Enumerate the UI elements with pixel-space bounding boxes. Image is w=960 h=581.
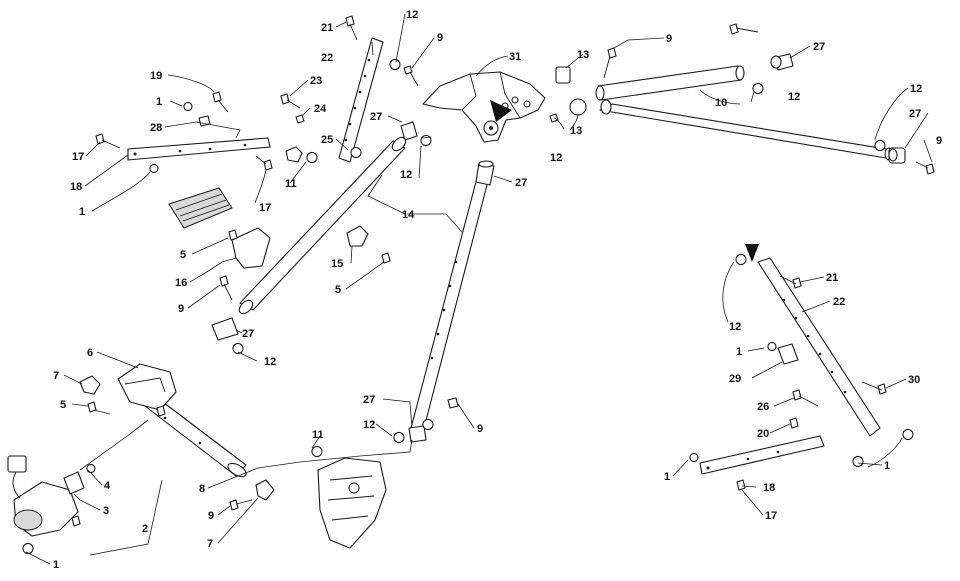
callout-c18: 13: [570, 125, 582, 137]
callout-c54: 1: [664, 471, 670, 483]
direction-arrow-right: [745, 244, 759, 262]
callout-c8: 27: [813, 41, 825, 53]
clamp-7-lower: [255, 479, 275, 501]
callout-c10: 23: [310, 75, 322, 87]
callout-c37: 12: [264, 356, 276, 368]
callout-c45: 30: [908, 374, 920, 386]
bushing-27-upperleft: [400, 121, 418, 141]
direction-arrow-top: [490, 100, 512, 122]
callout-c12: 24: [314, 103, 327, 115]
callout-c11: 1: [156, 96, 162, 108]
callout-c34: 5: [335, 284, 341, 296]
callout-c58: 3: [103, 505, 109, 517]
callout-c44: 29: [729, 373, 741, 385]
callout-c59: 17: [765, 510, 777, 522]
callout-c32: 16: [175, 277, 187, 289]
bracket-18-right: [699, 435, 825, 475]
callout-c2: 12: [406, 9, 418, 21]
callout-c39: 22: [833, 296, 845, 308]
clip-28: [198, 115, 211, 127]
callout-c51: 20: [757, 428, 769, 440]
callout-labels: 21 12 9 22 31 13 9 27 19 23 1 24 28 25 2…: [53, 9, 942, 571]
callout-c22: 9: [936, 135, 942, 147]
callout-c5: 31: [509, 51, 521, 63]
callout-c4: 22: [321, 52, 333, 64]
callout-c29: 27: [515, 177, 527, 189]
motor-assembly: [7, 455, 85, 537]
fasteners: [22, 15, 935, 555]
callout-c33: 15: [331, 258, 343, 270]
engine-block: [317, 457, 387, 549]
tube-10-lower: [599, 99, 894, 161]
clamp-part-left: [285, 146, 303, 163]
callout-c60: 9: [208, 510, 214, 522]
callout-c50: 12: [363, 419, 375, 431]
callout-c63: 1: [53, 559, 59, 571]
callout-c15: 27: [370, 111, 382, 123]
callout-c42: 1: [736, 346, 742, 358]
callout-c46: 5: [60, 399, 66, 411]
leader-lines: [25, 13, 933, 565]
bar-22-right: [757, 257, 881, 437]
callout-c61: 2: [142, 523, 148, 535]
bracket-18-left: [127, 137, 271, 161]
bushing-27-post: [475, 160, 495, 186]
callout-c40: 12: [729, 321, 741, 333]
steering-post-14: [410, 177, 489, 433]
bushing-27-lowerleft: [211, 317, 239, 341]
callout-c1: 21: [321, 22, 333, 34]
callout-c28: 12: [550, 152, 562, 164]
bushing-27-post-bottom: [408, 425, 427, 443]
callout-c17: 10: [715, 97, 727, 109]
callout-c3: 9: [437, 32, 443, 44]
callout-c31: 5: [180, 249, 186, 261]
callout-c36: 27: [242, 328, 254, 340]
cap-13-upper: [555, 66, 571, 84]
callout-c16: 12: [788, 91, 800, 103]
callout-c56: 4: [104, 480, 111, 492]
callout-c13: 28: [150, 122, 162, 134]
cap-15: [346, 225, 369, 247]
callout-c41: 6: [87, 347, 93, 359]
bracket-16: [221, 227, 271, 269]
callout-c57: 8: [199, 483, 205, 495]
plate-6: [117, 363, 177, 411]
callout-c49: 9: [477, 423, 483, 435]
callout-c48: 27: [363, 394, 375, 406]
callout-c52: 1: [884, 460, 890, 472]
callout-c26: 17: [259, 202, 271, 214]
callout-c21: 27: [909, 108, 921, 120]
callout-c6: 13: [577, 49, 589, 61]
callout-c23: 17: [72, 151, 84, 163]
callout-c20: 12: [400, 169, 412, 181]
callout-c19: 12: [910, 83, 922, 95]
callout-c38: 21: [826, 272, 838, 284]
callout-c14: 25: [321, 134, 333, 146]
callout-c7: 9: [666, 33, 672, 45]
callout-c55: 18: [763, 482, 775, 494]
callout-c47: 26: [757, 401, 769, 413]
bushing-27-right: [888, 147, 906, 164]
callout-c62: 7: [207, 538, 213, 550]
callout-c30: 14: [402, 209, 415, 221]
callout-c53: 11: [312, 429, 324, 441]
cap-13-lower: [569, 98, 587, 116]
callout-c9: 19: [150, 70, 162, 82]
clamp-7-upper: [79, 375, 101, 395]
callout-c27: 1: [79, 206, 85, 218]
callout-c35: 9: [178, 303, 184, 315]
module-box: [168, 187, 233, 229]
bushing-27-topright: [770, 53, 794, 71]
tube-10-upper: [595, 65, 745, 101]
bar-22-upper: [338, 37, 384, 163]
callout-c43: 7: [53, 370, 59, 382]
clip-29: [777, 343, 799, 365]
callout-c24: 18: [70, 181, 82, 193]
callout-c25: 11: [285, 178, 297, 190]
bracket-31: [422, 71, 546, 143]
steering-tube-14: [238, 136, 407, 315]
